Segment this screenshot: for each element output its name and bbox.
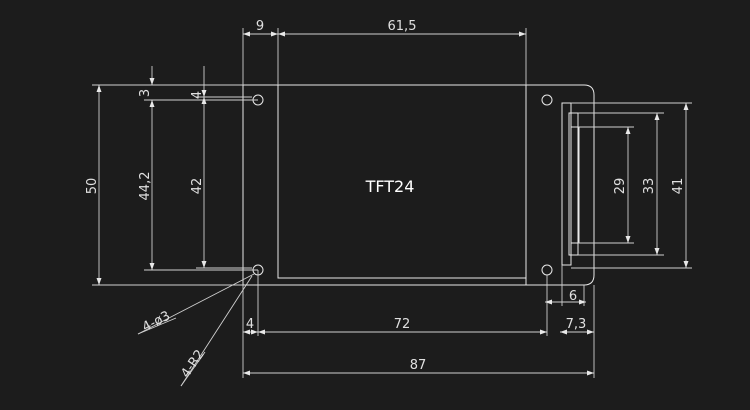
dim-hole-spec: 4-ø3 xyxy=(140,309,173,336)
dim-height-42: 42 xyxy=(190,178,205,195)
dim-connector-33: 33 xyxy=(642,178,657,195)
dim-left-offset: 4 xyxy=(246,317,254,332)
screen-label: TFT24 xyxy=(365,177,415,196)
dim-total-height: 50 xyxy=(85,178,100,195)
mounting-hole-bottom-right xyxy=(541,264,553,276)
dim-screen-width: 61,5 xyxy=(388,19,417,34)
dim-radius-spec: 4-R2 xyxy=(178,347,207,380)
dim-total-width: 87 xyxy=(410,358,427,373)
side-connector xyxy=(561,102,580,266)
dim-hole-spacing: 72 xyxy=(394,317,411,332)
dim-connector-29: 29 xyxy=(613,178,628,195)
dim-connector-41: 41 xyxy=(671,178,686,195)
dim-hole-offset-4: 4 xyxy=(190,91,205,99)
dim-top-edge-to-screen: 9 xyxy=(256,19,264,34)
dim-height-44-2: 44,2 xyxy=(138,172,153,201)
board-outline xyxy=(242,84,595,286)
dim-right-6: 6 xyxy=(569,289,577,304)
dim-right-offset: 7,3 xyxy=(566,317,587,332)
mounting-hole-top-right xyxy=(541,94,553,106)
dim-hole-offset-top: 3 xyxy=(138,89,153,97)
